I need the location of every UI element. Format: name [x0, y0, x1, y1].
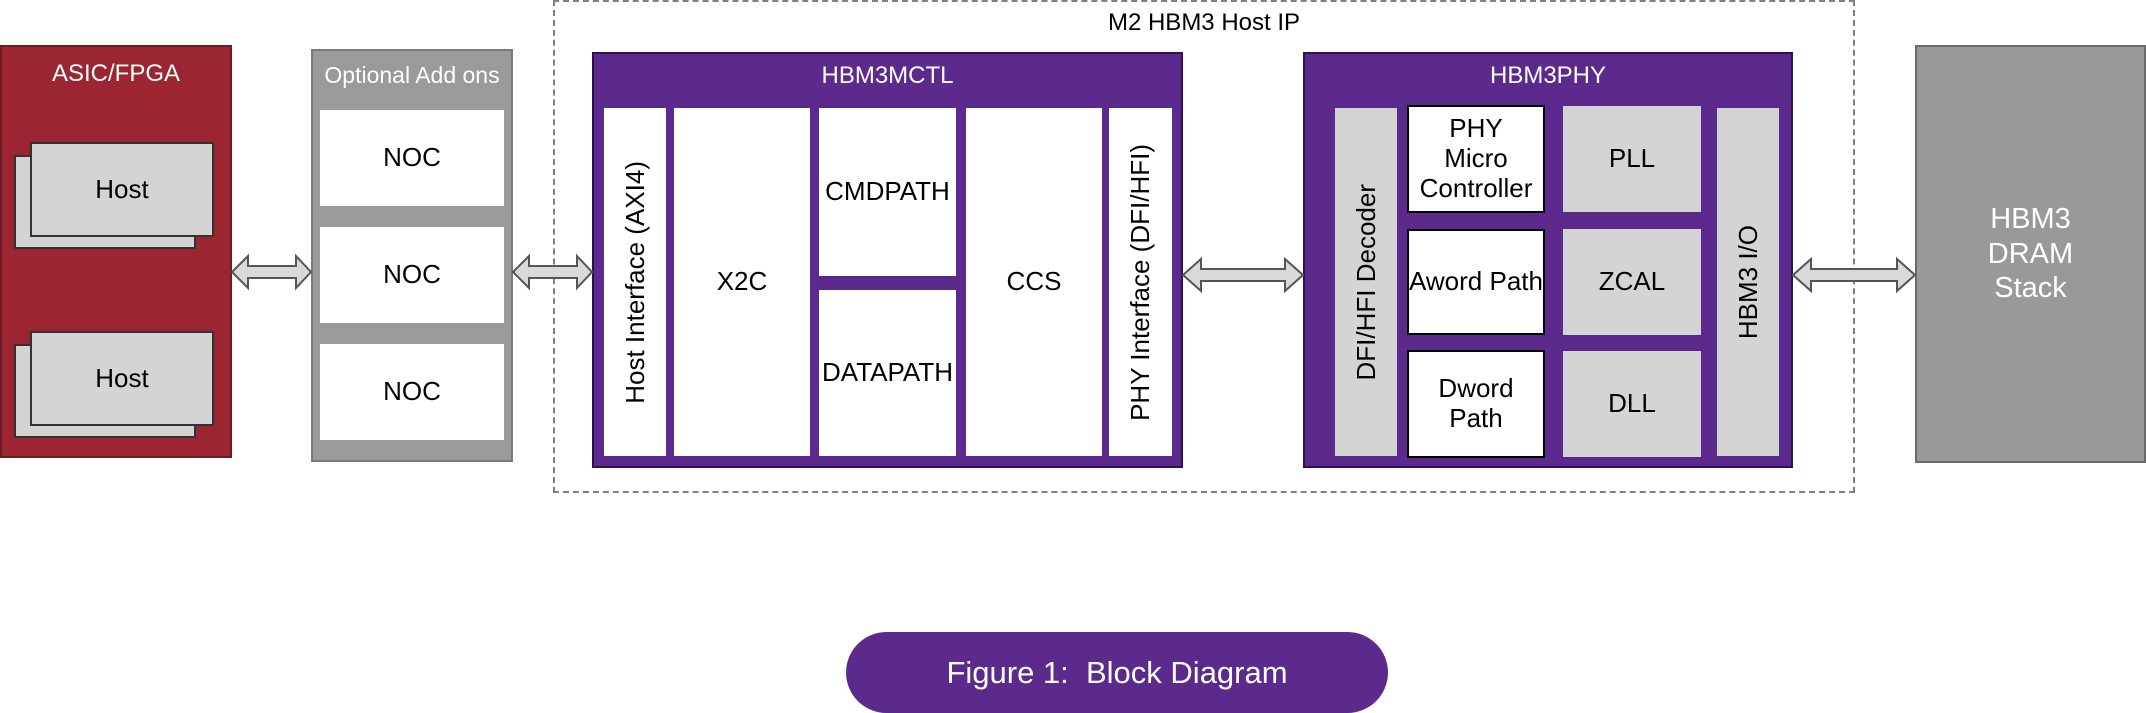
dram-label-line-1: HBM3: [1990, 202, 2071, 235]
hbm3-dram-stack-block: HBM3 DRAM Stack: [1915, 45, 2146, 463]
hbm3-io-box: HBM3 I/O: [1717, 108, 1779, 456]
x2c-box: X2C: [674, 108, 810, 456]
noc-box-2: NOC: [320, 227, 504, 323]
dll-box: DLL: [1563, 351, 1701, 457]
figure-caption: Figure 1: Block Diagram: [846, 632, 1388, 713]
dword-path-box: Dword Path: [1407, 350, 1545, 458]
phy-interface-box: PHY Interface (DFI/HFI): [1109, 108, 1172, 456]
phy-micro-controller-box: PHY Micro Controller: [1407, 105, 1545, 213]
host-interface-box: Host Interface (AXI4): [604, 108, 666, 456]
dram-label-line-2: DRAM: [1987, 237, 2074, 270]
hbm3phy-title: HBM3PHY: [1489, 62, 1607, 89]
figure-caption-text: Figure 1: Block Diagram: [946, 654, 1288, 690]
arrow-asic-addons: [230, 253, 313, 291]
cmdpath-box: CMDPATH: [819, 108, 956, 276]
datapath-box: DATAPATH: [819, 290, 956, 456]
zcal-box: ZCAL: [1563, 229, 1701, 335]
noc-box-3: NOC: [320, 344, 504, 440]
pll-box: PLL: [1563, 106, 1701, 212]
host-box-2: Host: [30, 331, 214, 426]
noc-box-1: NOC: [320, 110, 504, 206]
ccs-box: CCS: [966, 108, 1102, 456]
arrow-phy-dram: [1791, 256, 1917, 294]
dfi-hfi-decoder-box: DFI/HFI Decoder: [1335, 108, 1397, 456]
arrow-addons-mctl: [511, 253, 594, 291]
host-ip-boundary: [553, 0, 1855, 493]
aword-path-box: Aword Path: [1407, 229, 1545, 335]
dram-label-line-3: Stack: [1994, 272, 2067, 305]
hbm3mctl-title: HBM3MCTL: [821, 62, 954, 89]
arrow-mctl-phy: [1181, 256, 1305, 294]
optional-addons-title: Optional Add ons: [324, 61, 500, 88]
host-ip-label: M2 HBM3 Host IP: [1107, 9, 1301, 36]
asic-fpga-title: ASIC/FPGA: [51, 60, 181, 87]
host-box-1: Host: [30, 142, 214, 237]
